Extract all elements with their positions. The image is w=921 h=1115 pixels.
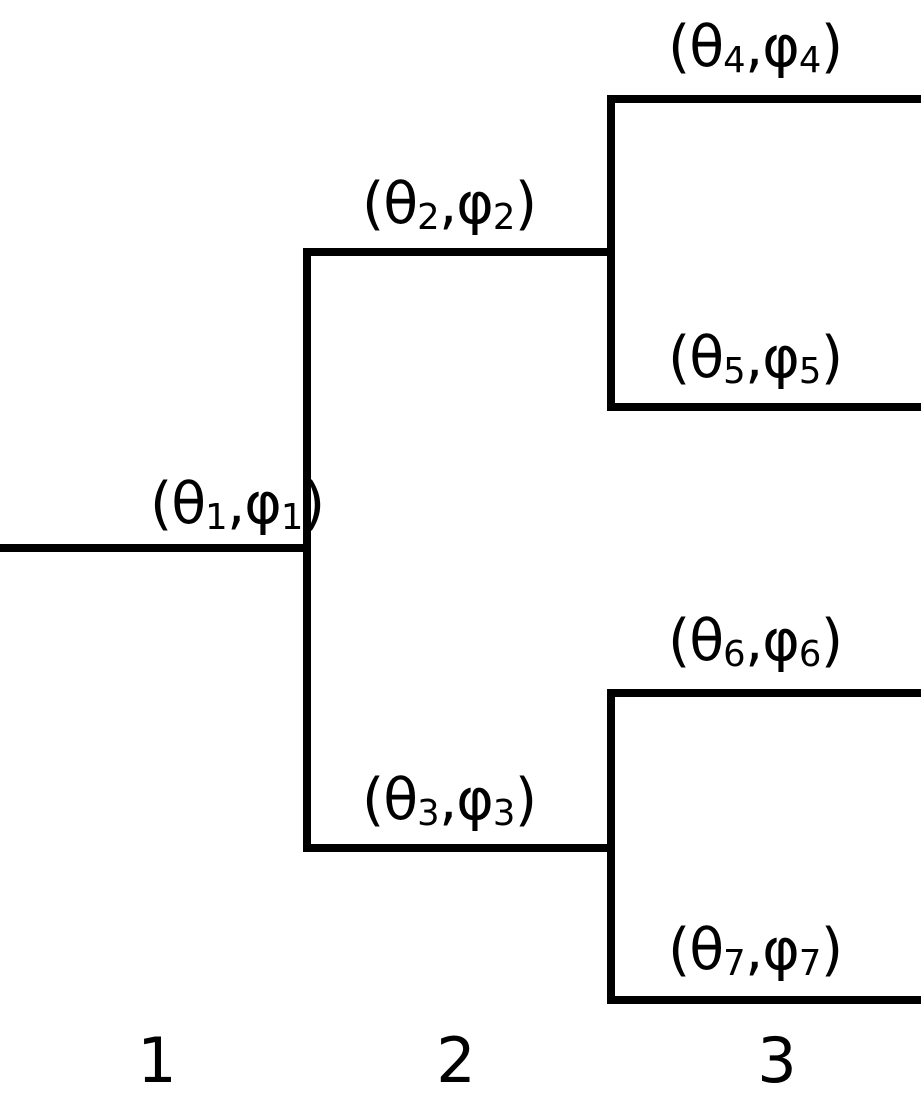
branch-label-node-3: (θ3,φ3) xyxy=(362,767,537,834)
level-axis-label-1: 1 xyxy=(137,1024,177,1097)
branch-lines xyxy=(0,95,921,1004)
branch-label-node-7: (θ7,φ7) xyxy=(668,917,843,984)
branch-label-node-4: (θ4,φ4) xyxy=(668,14,843,81)
branch-label-node-1: (θ1,φ1) xyxy=(150,471,325,538)
level-axis-label-3: 3 xyxy=(757,1024,797,1097)
level-axis-label-2: 2 xyxy=(436,1024,476,1097)
branch-label-node-6: (θ6,φ6) xyxy=(668,608,843,675)
branch-label-node-5: (θ5,φ5) xyxy=(668,325,843,392)
branch-label-node-2: (θ2,φ2) xyxy=(362,171,537,238)
connector-lines xyxy=(303,96,615,1003)
